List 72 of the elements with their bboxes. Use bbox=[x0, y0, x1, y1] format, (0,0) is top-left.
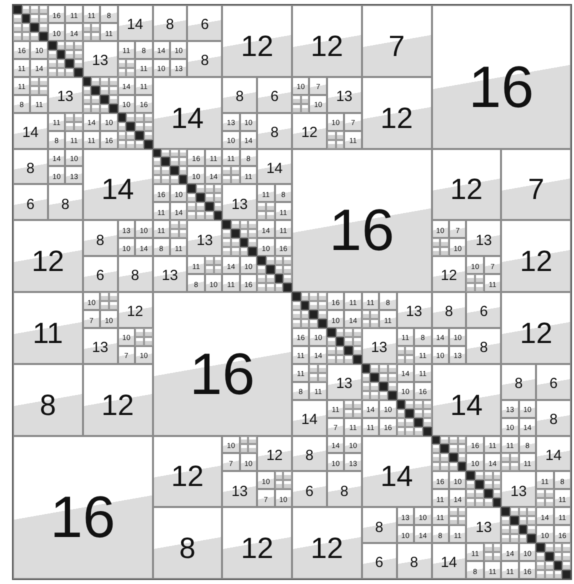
rank-number: 12 bbox=[440, 269, 458, 284]
rank-number: 12 bbox=[240, 534, 274, 564]
rank-number: 8 bbox=[305, 448, 314, 464]
rank-number: 12 bbox=[450, 175, 483, 205]
rank-number: 16 bbox=[468, 58, 534, 118]
rank-number: 14 bbox=[171, 104, 204, 133]
rank-number: 8 bbox=[375, 520, 384, 536]
rank-number: 8 bbox=[40, 390, 56, 420]
rank-number: 13 bbox=[510, 484, 527, 500]
rank-number: 6 bbox=[549, 377, 558, 392]
rank-number: 16 bbox=[50, 489, 116, 548]
rank-number: 14 bbox=[545, 448, 562, 464]
rank-number: 8 bbox=[130, 269, 140, 284]
rank-number: 14 bbox=[450, 390, 483, 420]
rank-number: 8 bbox=[514, 377, 523, 392]
rank-number: 7 bbox=[528, 175, 544, 205]
rank-number: 6 bbox=[200, 18, 209, 33]
rank-number: 12 bbox=[126, 305, 144, 320]
rank-number: 13 bbox=[336, 90, 352, 105]
rank-number: 14 bbox=[101, 175, 134, 205]
rank-number: 13 bbox=[196, 234, 213, 248]
rank-number: 13 bbox=[162, 269, 178, 284]
rank-number: 13 bbox=[476, 520, 492, 536]
rank-number: 13 bbox=[371, 341, 388, 356]
rank-number: 13 bbox=[57, 90, 74, 105]
rank-number: 8 bbox=[236, 90, 244, 105]
rank-number: 12 bbox=[240, 32, 274, 62]
rank-number: 13 bbox=[232, 484, 248, 500]
rank-number: 12 bbox=[171, 462, 204, 492]
rank-number: 12 bbox=[310, 32, 344, 62]
rank-number: 8 bbox=[410, 556, 418, 572]
rank-number: 8 bbox=[166, 18, 174, 33]
rank-number: 14 bbox=[266, 162, 283, 176]
rank-number: 8 bbox=[340, 484, 348, 500]
rank-number: 12 bbox=[310, 534, 344, 564]
rank-number: 12 bbox=[301, 126, 318, 141]
rank-number: 12 bbox=[520, 318, 552, 348]
rank-number: 7 bbox=[388, 32, 405, 62]
rank-number: 16 bbox=[190, 346, 255, 404]
rank-number: 6 bbox=[305, 484, 314, 500]
rank-number: 14 bbox=[301, 412, 318, 428]
rank-number: 8 bbox=[179, 534, 196, 564]
rank-number: 6 bbox=[375, 556, 384, 572]
rank-number: 12 bbox=[520, 247, 552, 276]
rank-number: 12 bbox=[380, 104, 413, 133]
rank-number: 12 bbox=[266, 448, 283, 464]
rank-number: 6 bbox=[96, 269, 104, 284]
rank-number: 8 bbox=[26, 162, 34, 176]
rank-number: 14 bbox=[126, 18, 144, 33]
rank-number: 8 bbox=[61, 198, 70, 212]
rank-number: 13 bbox=[232, 198, 248, 212]
rank-number: 8 bbox=[200, 54, 209, 69]
rank-number: 8 bbox=[270, 126, 279, 141]
rank-number: 8 bbox=[480, 341, 488, 356]
rank-number: 12 bbox=[101, 390, 134, 420]
rank-number: 6 bbox=[270, 90, 279, 105]
rank-number: 6 bbox=[26, 198, 34, 212]
rank-number: 13 bbox=[476, 234, 492, 248]
rank-number: 8 bbox=[549, 412, 558, 428]
rank-number: 14 bbox=[380, 462, 413, 492]
rank-number: 11 bbox=[32, 318, 64, 348]
rank-number: 8 bbox=[96, 234, 104, 248]
rank-number: 14 bbox=[440, 556, 458, 572]
rank-number: 14 bbox=[22, 126, 39, 141]
rank-number: 16 bbox=[329, 202, 394, 261]
rank-number: 12 bbox=[32, 247, 64, 276]
rank-number: 13 bbox=[406, 305, 422, 320]
rank-number: 13 bbox=[92, 341, 108, 356]
rank-number: 8 bbox=[444, 305, 453, 320]
rank-number: 13 bbox=[92, 54, 108, 69]
rank-number: 6 bbox=[480, 305, 488, 320]
rank-number: 13 bbox=[336, 377, 352, 392]
